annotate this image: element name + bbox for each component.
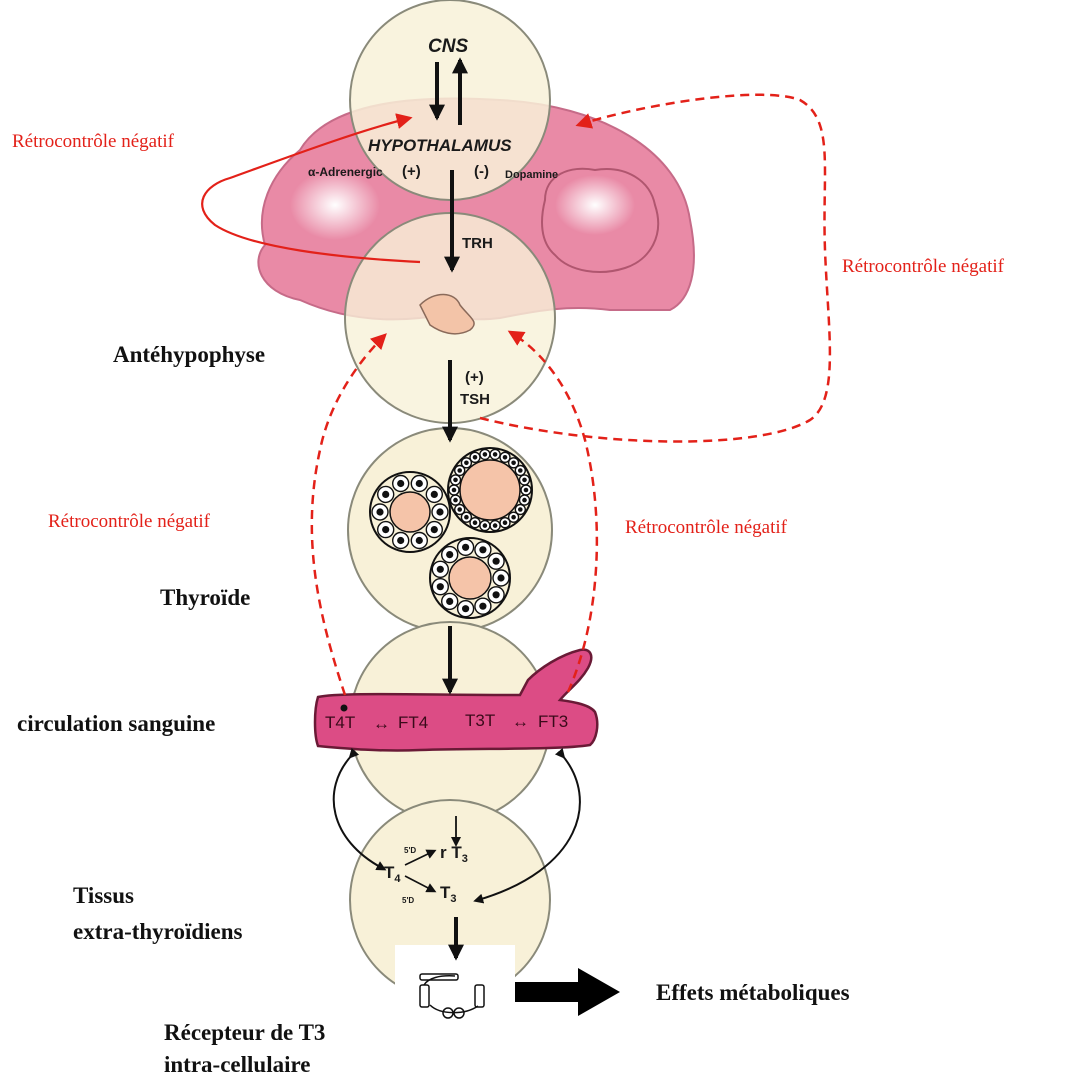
label-circulation: circulation sanguine	[17, 711, 215, 736]
cell-nucleus	[473, 455, 478, 460]
cell-nucleus	[522, 478, 527, 483]
cell-nucleus	[462, 605, 469, 612]
dopamine-label: Dopamine	[505, 169, 558, 181]
receptor-panel	[395, 945, 515, 1040]
label-recepteur-2: intra-cellulaire	[164, 1052, 310, 1077]
plus-label: (+)	[402, 163, 421, 180]
tsh-plus-label: (+)	[465, 369, 484, 386]
cell-nucleus	[464, 461, 469, 466]
hypothalamus-label: HYPOTHALAMUS	[368, 136, 512, 155]
follicle-top-right	[448, 448, 532, 532]
cell-nucleus	[473, 520, 478, 525]
cell-nucleus	[436, 508, 443, 515]
enzyme-top-label: 5'D	[404, 846, 416, 855]
cell-nucleus	[479, 546, 486, 553]
cell-nucleus	[446, 551, 453, 558]
label-effets: Effets métaboliques	[656, 980, 850, 1005]
cell-nucleus	[457, 468, 462, 473]
vessel-dot	[341, 705, 348, 712]
cell-nucleus	[493, 523, 498, 528]
cell-nucleus	[382, 526, 389, 533]
cell-nucleus	[483, 523, 488, 528]
label-tissus-2: extra-thyroïdiens	[73, 919, 243, 944]
cns-label: CNS	[428, 36, 468, 57]
cell-nucleus	[437, 566, 444, 573]
cell-nucleus	[497, 574, 504, 581]
arrow-t3: ↔	[512, 712, 529, 731]
cell-nucleus	[464, 515, 469, 520]
cell-nucleus	[457, 507, 462, 512]
label-tissus-1: Tissus	[73, 883, 134, 908]
cell-nucleus	[522, 498, 527, 503]
cell-nucleus	[453, 498, 458, 503]
cell-nucleus	[503, 520, 508, 525]
cell-nucleus	[493, 591, 500, 598]
tsh-label: TSH	[460, 391, 490, 408]
label-t3t: T3T	[465, 711, 495, 730]
cell-nucleus	[493, 452, 498, 457]
cell-nucleus	[446, 598, 453, 605]
cell-nucleus	[503, 455, 508, 460]
cell-nucleus	[493, 558, 500, 565]
retro-label-mid-right: Rétrocontrôle négatif	[625, 517, 788, 538]
cell-nucleus	[416, 537, 423, 544]
cell-nucleus	[524, 488, 529, 493]
cell-nucleus	[416, 480, 423, 487]
cell-nucleus	[397, 537, 404, 544]
cell-nucleus	[397, 480, 404, 487]
retro-label-top-left: Rétrocontrôle négatif	[12, 131, 175, 152]
cell-nucleus	[511, 461, 516, 466]
retro-label-mid-left: Rétrocontrôle négatif	[48, 511, 211, 532]
label-ft4: FT4	[398, 713, 428, 732]
effects-big-arrow	[515, 968, 620, 1016]
minus-label: (-)	[474, 163, 489, 180]
label-t4t: T4T	[325, 713, 355, 732]
cell-nucleus	[452, 488, 457, 493]
brain-highlight-right	[555, 175, 635, 235]
cell-nucleus	[431, 491, 438, 498]
cell-nucleus	[479, 603, 486, 610]
label-recepteur-1: Récepteur de T3	[164, 1020, 325, 1045]
label-ft3: FT3	[538, 712, 568, 731]
cell-nucleus	[518, 468, 523, 473]
label-thyroide: Thyroïde	[160, 585, 250, 610]
cell-nucleus	[453, 478, 458, 483]
cell-nucleus	[511, 515, 516, 520]
enzyme-bottom-label: 5'D	[402, 896, 414, 905]
trh-label: TRH	[462, 235, 493, 252]
arrow-t4: ↔	[373, 714, 390, 733]
brain-highlight-left	[290, 170, 380, 240]
alpha-adrenergic-label: α-Adrenergic	[308, 165, 383, 179]
label-antehypophyse: Antéhypophyse	[113, 342, 265, 367]
cell-nucleus	[483, 452, 488, 457]
cell-nucleus	[518, 507, 523, 512]
retro-label-right: Rétrocontrôle négatif	[842, 256, 1005, 277]
cell-nucleus	[431, 526, 438, 533]
cell-nucleus	[382, 491, 389, 498]
cell-nucleus	[437, 583, 444, 590]
cell-nucleus	[462, 544, 469, 551]
cell-nucleus	[376, 508, 383, 515]
